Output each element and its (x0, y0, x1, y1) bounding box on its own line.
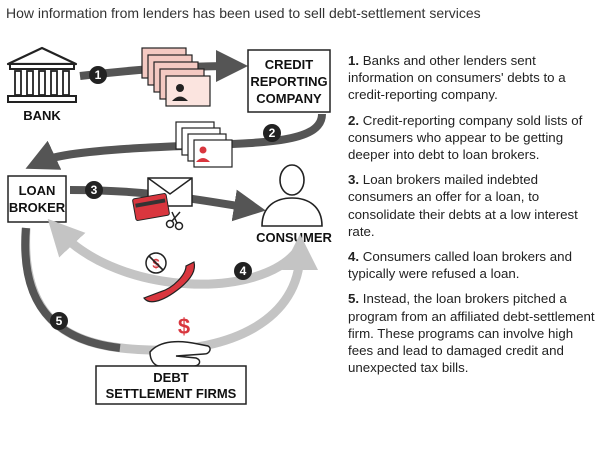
mail-offer-icon (132, 177, 193, 231)
badge-4: 4 (234, 262, 252, 280)
consumer-lists-icon (175, 121, 233, 168)
svg-text:4: 4 (240, 264, 247, 278)
firms-label-1: DEBT (153, 370, 188, 385)
step-3: 3. Loan brokers mailed indebted consumer… (348, 171, 598, 240)
svg-text:2: 2 (269, 126, 276, 140)
credit-label-1: CREDIT (265, 57, 313, 72)
step-3-number: 3. (348, 172, 360, 188)
step-5: 5. Instead, the loan brokers pitched a p… (348, 290, 598, 376)
badge-3: 3 (85, 181, 103, 199)
consumer-label: CONSUMER (256, 230, 332, 245)
step-5-number: 5. (348, 291, 360, 307)
badge-1: 1 (89, 66, 107, 84)
arrow-step-5 (21, 227, 121, 352)
step-1-number: 1. (348, 53, 360, 68)
step-3-text: Loan brokers mailed indebted consumers a… (348, 172, 578, 239)
refused-call-icon: $ (143, 252, 196, 303)
step-2-number: 2. (348, 112, 360, 128)
consumer-icon (261, 164, 323, 227)
broker-label-2: BROKER (9, 200, 66, 215)
badge-2: 2 (263, 124, 281, 142)
diagram-title: How information from lenders has been us… (6, 5, 481, 21)
bank-label: BANK (23, 108, 61, 123)
arrow-step-4 (47, 218, 302, 289)
step-4-number: 4. (348, 249, 360, 265)
bank-icon (6, 46, 78, 103)
svg-text:5: 5 (56, 314, 63, 328)
hand-money-icon: $ (149, 314, 211, 367)
loan-broker-box (7, 175, 67, 223)
flow-diagram: BANK CREDIT REPORTING COMPANY LOAN BROKE… (6, 46, 333, 405)
dollar-symbol: $ (178, 314, 190, 339)
step-1-text: Banks and other lenders sent information… (348, 53, 566, 103)
step-5-text: Instead, the loan brokers pitched a prog… (348, 291, 595, 376)
svg-text:3: 3 (91, 183, 98, 197)
badge-5: 5 (50, 312, 68, 330)
credit-label-3: COMPANY (256, 91, 322, 106)
arrow-step-2 (25, 113, 326, 170)
step-4: 4. Consumers called loan brokers and typ… (348, 248, 598, 282)
step-2: 2. Credit-reporting company sold lists o… (348, 112, 598, 164)
consumer-records-icon (141, 47, 211, 107)
svg-text:1: 1 (95, 68, 102, 82)
step-1: 1. Banks and other lenders sent informat… (348, 52, 598, 104)
step-2-text: Credit-reporting company sold lists of c… (348, 112, 583, 163)
credit-company-box (247, 49, 331, 113)
credit-label-2: REPORTING (250, 74, 327, 89)
steps-list: 1. Banks and other lenders sent informat… (348, 52, 598, 384)
broker-label-1: LOAN (19, 183, 56, 198)
step-4-text: Consumers called loan brokers and typica… (348, 249, 572, 282)
firms-label-2: SETTLEMENT FIRMS (106, 386, 237, 401)
debt-settlement-box (95, 365, 247, 405)
